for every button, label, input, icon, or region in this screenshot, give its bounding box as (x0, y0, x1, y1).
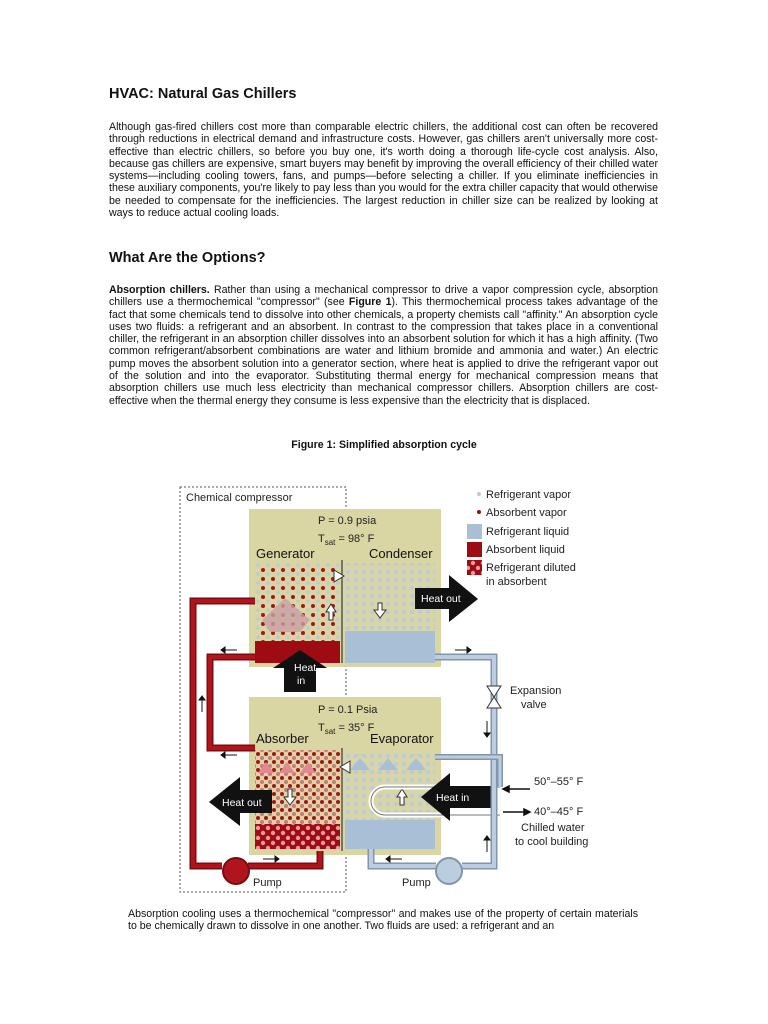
heat-in-generator-label-2: in (297, 675, 305, 687)
chemical-compressor-boundary (179, 486, 347, 893)
legend-absorbent-liquid-swatch (467, 542, 482, 557)
heat-in-evaporator-label: Heat in (436, 792, 469, 804)
absorbent-pipe-inner (206, 653, 255, 752)
heat-in-generator-label-1: Heat (294, 662, 316, 674)
generator-label: Generator (256, 546, 315, 561)
up-arrow-icon (325, 603, 337, 621)
pump-left-label: Pump (253, 877, 282, 889)
evaporator-up-arrow-icon (396, 788, 408, 806)
figure-title: Figure 1: Simplified absorption cycle (291, 439, 477, 451)
legend-refrigerant-vapor-swatch (477, 492, 481, 496)
condenser-label: Condenser (369, 546, 433, 561)
absorption-lead: Absorption chillers. (109, 284, 210, 296)
chilled-water-label-2: to cool building (515, 836, 588, 848)
absorber-spray-nozzles (258, 762, 316, 773)
heat-in-generator-arrow-icon (273, 650, 327, 692)
heat-out-top-label: Heat out (421, 593, 461, 605)
legend-refrigerant-vapor: Refrigerant vapor (486, 489, 571, 501)
legend-diluted-1: Refrigerant diluted (486, 562, 576, 574)
absorption-text-b: ). This thermochemical process takes adv… (109, 296, 658, 407)
upper-tsat: Tsat = 98° F (318, 533, 375, 547)
absorption-paragraph: Absorption chillers. Rather than using a… (109, 284, 658, 407)
pump-right-label: Pump (402, 877, 431, 889)
condenser-refrigerant-liquid (345, 631, 435, 663)
figure-reference: Figure 1 (348, 296, 392, 309)
down-arrow-icon (373, 602, 387, 619)
legend-absorbent-liquid: Absorbent liquid (486, 544, 565, 556)
absorber-down-arrow-icon (283, 788, 297, 806)
absorber-label: Absorber (256, 731, 309, 746)
heat-in-evaporator-arrow-icon (421, 773, 492, 821)
heat-out-top-arrow-icon (415, 575, 478, 622)
figure-caption: Absorption cooling uses a thermochemical… (128, 908, 638, 933)
page-title: HVAC: Natural Gas Chillers (109, 86, 297, 102)
evaporator-spray-nozzles (350, 758, 426, 770)
legend-diluted-2: in absorbent (486, 576, 547, 588)
expansion-label-2: valve (521, 699, 547, 711)
absorbent-pump-icon (222, 857, 250, 885)
flow-direction-arrows (198, 646, 491, 863)
absorber-diluted-liquid (255, 824, 340, 849)
expansion-valve-icon (486, 685, 502, 698)
refrigerant-pump-icon (435, 857, 463, 885)
lower-tsat: Tsat = 35° F (318, 722, 375, 736)
vapor-return-arrow-icon (339, 760, 351, 774)
refrigerant-pipe-right (435, 653, 498, 870)
chilled-water-coil-outline (370, 786, 500, 816)
legend-refrigerant-liquid-swatch (467, 524, 482, 539)
absorption-text-a: Rather than using a mechanical compresso… (109, 284, 658, 309)
section-heading: What Are the Options? (109, 250, 266, 266)
generator-spray (262, 598, 310, 632)
chemical-compressor-label: Chemical compressor (186, 492, 293, 504)
legend-absorbent-vapor-swatch (477, 510, 481, 514)
legend-absorbent-vapor: Absorbent vapor (486, 507, 567, 519)
evaporator-label: Evaporator (370, 731, 434, 746)
legend-refrigerant-liquid: Refrigerant liquid (486, 526, 569, 538)
vapor-arrow-icon (333, 569, 345, 583)
upper-pressure: P = 0.9 psia (318, 515, 377, 527)
legend-diluted-swatch (467, 560, 482, 575)
heat-out-absorber-arrow-icon (209, 777, 272, 826)
intro-paragraph: Although gas-fired chillers cost more th… (109, 121, 658, 220)
lower-pressure: P = 0.1 Psia (318, 704, 378, 716)
expansion-label-1: Expansion (510, 685, 561, 697)
evaporator-refrigerant-liquid (345, 820, 435, 849)
absorbent-pipe-left (189, 597, 255, 870)
heat-out-absorber-label: Heat out (222, 797, 262, 809)
chilled-water-arrows (501, 784, 532, 817)
legend: Refrigerant vapor Absorbent vapor Refrig… (467, 489, 576, 588)
supply-temperature: 50°–55° F (534, 776, 583, 788)
return-temperature: 40°–45° F (534, 806, 583, 818)
chilled-water-label-1: Chilled water (521, 822, 585, 834)
